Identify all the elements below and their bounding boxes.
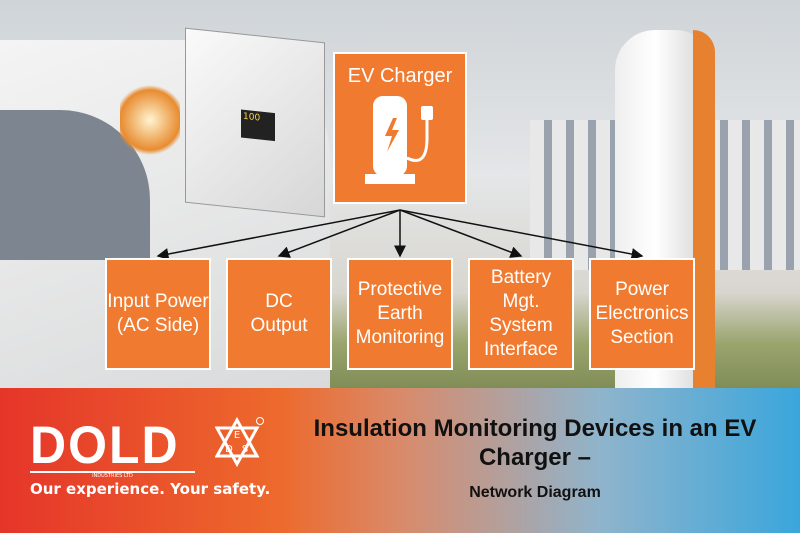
node-label: Protective Earth Monitoring	[355, 279, 445, 348]
svg-text:E: E	[234, 430, 240, 441]
banner-subtitle: Network Diagram	[469, 484, 601, 501]
dold-logo: DOLD	[30, 415, 180, 475]
node-power-electronics: Power Electronics Section	[589, 258, 695, 370]
node-input-power: Input Power (AC Side)	[105, 258, 211, 370]
car-headlight	[120, 80, 180, 160]
node-bms-interface: Battery Mgt. System Interface	[468, 258, 574, 370]
node-label: Battery Mgt. System Interface	[484, 267, 558, 360]
logo-subtitle: INDUSTRIES LTD	[30, 471, 195, 479]
arrow-power-electronics	[399, 209, 644, 260]
ev-charger-node: EV Charger	[333, 52, 467, 204]
node-label: DC Output	[250, 291, 308, 336]
arrow-bms	[399, 209, 523, 258]
ev-charger-icon	[365, 96, 433, 184]
arrow-dc-output	[277, 209, 401, 258]
svg-text:S: S	[242, 444, 248, 455]
node-dc-output: DC Output	[226, 258, 332, 370]
arrow-input-power	[156, 209, 401, 260]
footer-banner: DOLD INDUSTRIES LTD Our experience. Your…	[0, 388, 800, 533]
banner-title: Insulation Monitoring Devices in an EV C…	[313, 415, 757, 471]
svg-text:D: D	[225, 444, 233, 455]
connection-arrows	[156, 209, 644, 260]
eds-certification-logo: E D S	[215, 416, 264, 468]
ev-charger-label: EV Charger	[347, 65, 453, 87]
node-label: Power Electronics Section	[595, 279, 689, 348]
node-protective-earth: Protective Earth Monitoring	[347, 258, 453, 370]
tagline: Our experience. Your safety.	[30, 480, 271, 498]
node-label: Input Power (AC Side)	[107, 291, 209, 336]
